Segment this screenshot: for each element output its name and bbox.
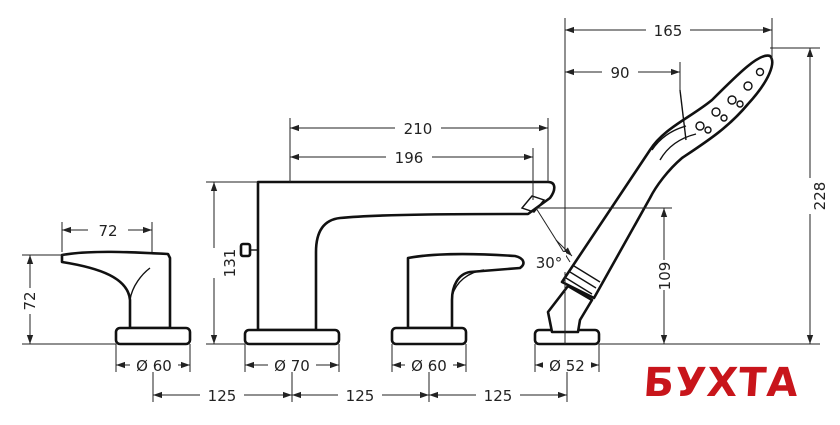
outlet-height-label: 109 [656,262,674,291]
diameter-left-handle-label: Ø 60 [136,357,172,375]
angle-label: 30° [536,254,563,272]
spacing-dimensions: 125 125 125 [152,372,568,405]
handshower-width-label: 165 [654,22,683,40]
bath-spout [239,180,556,346]
spout-reach-label: 210 [404,120,433,138]
right-handle-dimensions: Ø 60 [391,344,467,375]
hand-shower-dimensions: 165 90 228 109 30° Ø 52 [532,18,829,375]
handle-width-label: 72 [98,222,117,240]
spacing-label-1: 125 [208,387,237,405]
spout-inner-reach-label: 196 [395,149,424,167]
left-handle [60,250,192,346]
brand-logo: БУХТА [641,359,802,407]
handshower-height-label: 228 [811,182,829,211]
spacing-label-3: 125 [484,387,513,405]
logo-text: БУХТА [642,360,801,406]
right-handle [390,252,525,346]
diameter-right-handle-label: Ø 60 [411,357,447,375]
diameter-handshower-label: Ø 52 [549,357,585,375]
spout-height-label: 131 [221,249,239,278]
handle-height-label: 72 [21,291,39,310]
diameter-spout-label: Ø 70 [274,357,310,375]
hand-shower [533,54,774,346]
left-handle-dimensions: 72 72 Ø 60 [21,220,191,375]
handshower-offset-label: 90 [610,64,629,82]
spacing-label-2: 125 [346,387,375,405]
spout-dimensions: 210 196 131 Ø 70 [205,118,549,375]
